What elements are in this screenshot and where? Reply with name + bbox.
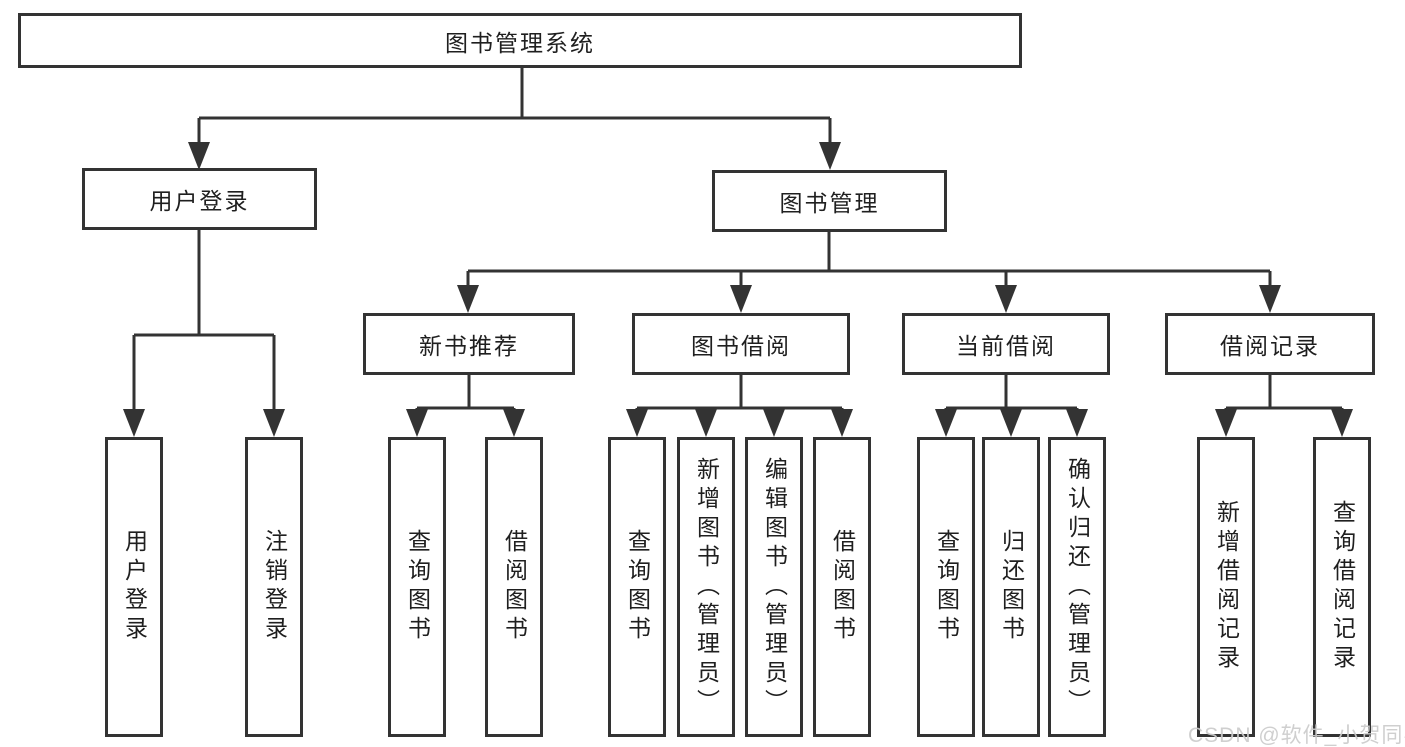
- node-label: 当前借阅: [956, 333, 1056, 359]
- node-label: 图书管理: [779, 190, 880, 216]
- node-library-management-system: 图书管理系统: [18, 13, 1022, 68]
- node-borrow-record: 借阅记录: [1165, 313, 1375, 375]
- leaf-user-login: 用户登录: [105, 437, 163, 737]
- leaf-edit-book-admin: 编辑图书（管理员）: [745, 437, 803, 737]
- leaf-add-book-admin: 新增图书（管理员）: [677, 437, 735, 737]
- leaf-label: 新增图书（管理员）: [693, 456, 720, 718]
- leaf-confirm-return-admin: 确认归还（管理员）: [1048, 437, 1106, 737]
- node-new-book-recommend: 新书推荐: [363, 313, 575, 375]
- leaf-borrow-books-recommend: 借阅图书: [485, 437, 543, 737]
- leaf-label: 注销登录: [261, 529, 288, 645]
- leaf-label: 用户登录: [121, 529, 148, 645]
- leaf-label: 查询图书: [404, 529, 431, 645]
- leaf-return-book: 归还图书: [982, 437, 1040, 737]
- node-user-login: 用户登录: [82, 168, 317, 230]
- leaf-query-books-current: 查询图书: [917, 437, 975, 737]
- leaf-label: 编辑图书（管理员）: [761, 456, 788, 718]
- leaf-label: 查询图书: [624, 529, 651, 645]
- csdn-watermark: CSDN @软件_小贺同学: [1188, 724, 1405, 747]
- leaf-add-borrow-record: 新增借阅记录: [1197, 437, 1255, 737]
- leaf-logout: 注销登录: [245, 437, 303, 737]
- leaf-label: 归还图书: [998, 529, 1025, 645]
- leaf-query-books-recommend: 查询图书: [388, 437, 446, 737]
- leaf-label: 新增借阅记录: [1213, 500, 1240, 674]
- node-label: 图书管理系统: [445, 29, 595, 56]
- node-book-borrow: 图书借阅: [632, 313, 850, 375]
- node-label: 用户登录: [149, 188, 250, 214]
- leaf-label: 借阅图书: [829, 529, 856, 645]
- node-label: 新书推荐: [419, 333, 519, 359]
- node-book-management: 图书管理: [712, 170, 947, 232]
- node-label: 图书借阅: [691, 333, 791, 359]
- leaf-query-borrow-record: 查询借阅记录: [1313, 437, 1371, 737]
- leaf-query-books-borrow: 查询图书: [608, 437, 666, 737]
- leaf-label: 确认归还（管理员）: [1064, 456, 1091, 718]
- leaf-label: 查询借阅记录: [1329, 500, 1356, 674]
- leaf-label: 借阅图书: [501, 529, 528, 645]
- leaf-label: 查询图书: [933, 529, 960, 645]
- node-label: 借阅记录: [1220, 333, 1320, 359]
- leaf-borrow-books: 借阅图书: [813, 437, 871, 737]
- node-current-borrow: 当前借阅: [902, 313, 1110, 375]
